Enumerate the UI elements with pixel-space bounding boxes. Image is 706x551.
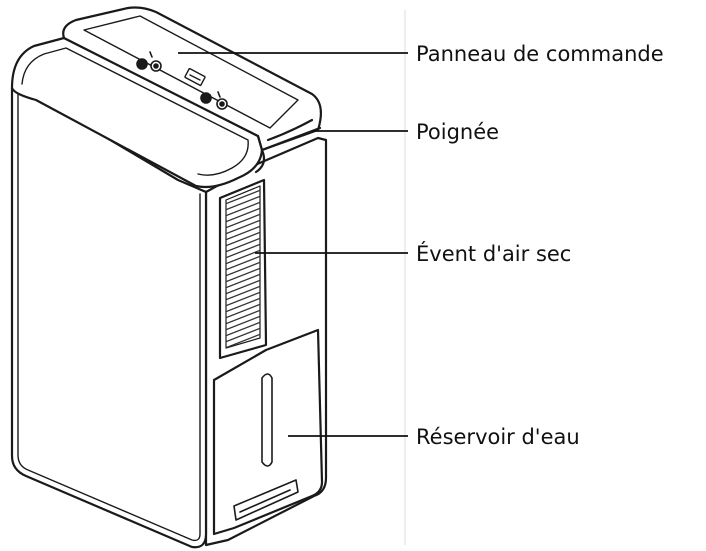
- front-bevel: [17, 91, 201, 542]
- label-water-tank: Réservoir d'eau: [416, 425, 580, 449]
- panel-buttons-bottom: [200, 91, 228, 110]
- leader-lines: [178, 52, 408, 437]
- tank-handle-slot: [233, 479, 299, 521]
- dehumidifier-illustration: [10, 6, 328, 549]
- panel-buttons-top: [136, 51, 162, 72]
- tank-window: [261, 373, 273, 467]
- label-control-panel: Panneau de commande: [416, 42, 664, 66]
- panel-display: [184, 68, 206, 86]
- water-tank: [212, 328, 324, 536]
- label-handle: Poignée: [416, 120, 499, 144]
- top-lid: [10, 36, 264, 189]
- handle-grip: [254, 118, 322, 174]
- vent-inner-frame: [225, 185, 261, 349]
- lid-inner-edge: [21, 47, 249, 176]
- label-dry-air-vent: Évent d'air sec: [416, 241, 571, 266]
